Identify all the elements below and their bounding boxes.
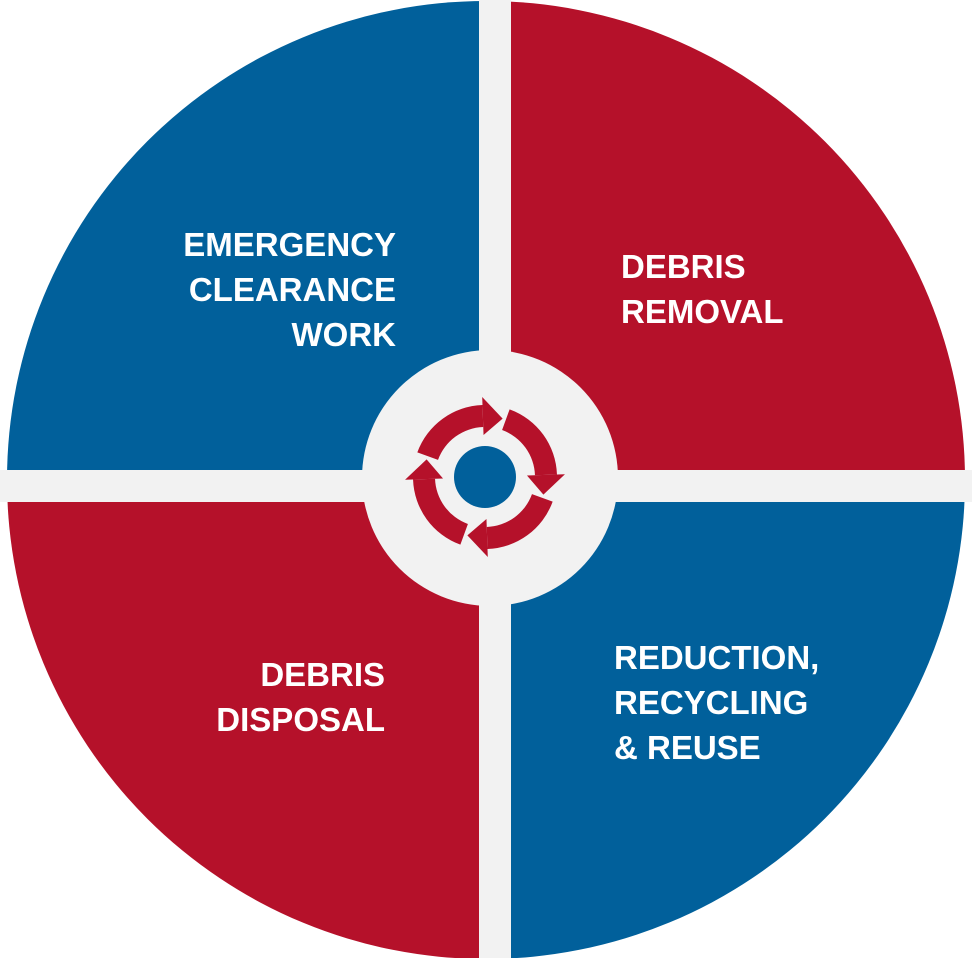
label-line: DISPOSAL (216, 701, 385, 738)
label-reduction-recycling-reuse: REDUCTION, RECYCLING & REUSE (614, 635, 819, 770)
cycle-arrow-head (405, 459, 444, 480)
label-line: CLEARANCE (188, 271, 396, 308)
label-line: & REUSE (614, 729, 761, 766)
label-line: DEBRIS (260, 656, 385, 693)
label-line: RECYCLING (614, 684, 809, 721)
label-debris-disposal: DEBRIS DISPOSAL (216, 652, 385, 742)
cycle-arrow-body (413, 478, 468, 545)
cycle-arrow-head (467, 518, 488, 557)
cycle-arrow-body (417, 405, 484, 460)
label-debris-removal: DEBRIS REMOVAL (621, 244, 784, 334)
quadrant-top-left (7, 1, 486, 480)
label-line: WORK (291, 316, 396, 353)
center-dot (454, 446, 516, 508)
label-line: REDUCTION, (614, 639, 820, 676)
cycle-arrow-body (502, 409, 557, 476)
label-line: DEBRIS (621, 248, 746, 285)
quadrant-bottom-left (7, 480, 486, 958)
quadrant-top-right (486, 1, 965, 480)
label-line: EMERGENCY (183, 226, 396, 263)
label-line: REMOVAL (621, 293, 784, 330)
quadrant-bottom-right (486, 480, 965, 958)
cycle-arrow-head (482, 397, 503, 436)
cycle-arrow-body (486, 494, 553, 549)
cycle-arrow-head (526, 474, 565, 495)
cycle-arrows-icon (405, 397, 565, 557)
label-emergency-clearance-work: EMERGENCY CLEARANCE WORK (183, 222, 396, 357)
